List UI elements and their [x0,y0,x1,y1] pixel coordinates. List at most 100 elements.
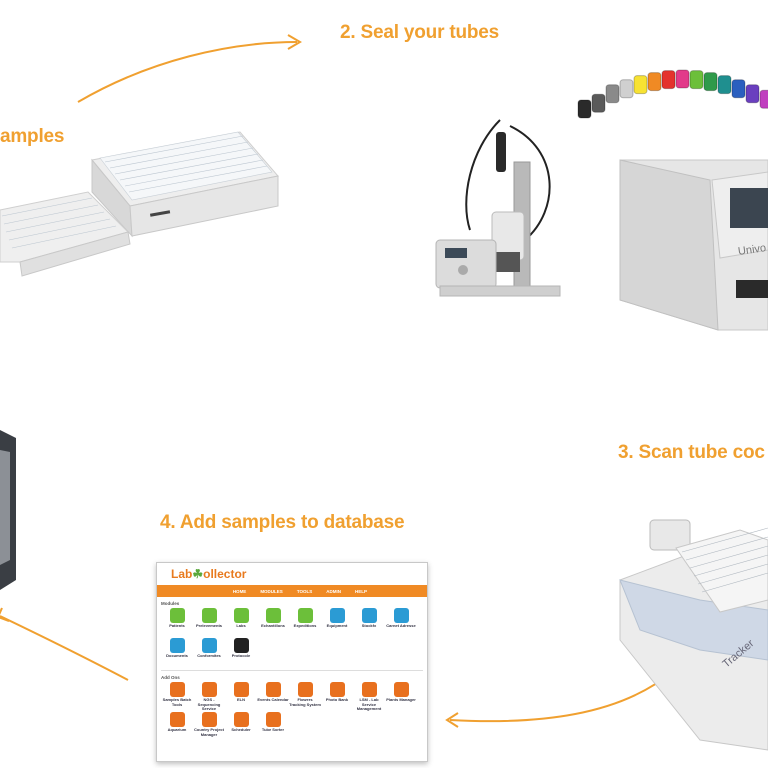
step-2-caption: 2. Seal your tubes [340,22,500,43]
modules-label: Documents [166,653,188,658]
tube-cap [703,72,718,92]
labcollector-header: Lab☘ollector [157,563,427,585]
tube-cap [759,89,768,109]
addons-tile[interactable]: Aquarium [161,712,193,742]
labcollector-nav: HOME MODULES TOOLS ADMIN HELP [157,585,427,597]
addons-label: Country Project Manager [193,727,224,737]
modules-label: Protocole [231,653,251,658]
module-icon [297,682,313,697]
modules-label: Equipment [326,623,348,628]
addons-label: Scheduler [231,727,251,732]
addons-tile[interactable]: NGS - Sequencing Service [193,682,225,712]
tube-caps [577,69,768,119]
handheld-capper [435,119,561,297]
nav-item-modules[interactable]: MODULES [260,588,283,594]
tube-cap [731,79,746,99]
arrowhead-step4-to-5 [0,607,10,622]
nav-item-tools[interactable]: TOOLS [296,588,313,594]
arrow-step3-to-4 [449,671,673,723]
arrow-step1-to-2 [77,41,298,103]
module-icon [265,712,281,727]
modules-tile[interactable]: Documents [161,638,193,668]
modules-tile[interactable]: Expeditions [289,608,321,638]
tube-cap [577,99,592,119]
nav-item-help[interactable]: HELP [354,588,367,594]
addons-tile[interactable]: ELN [225,682,257,712]
module-icon [233,712,249,727]
modules-label: Stockfx [361,623,377,628]
addons-tile[interactable]: LSM - Lab Service Management [353,682,385,712]
nav-item-home[interactable]: HOME [232,588,247,594]
addons-tile[interactable]: Scheduler [225,712,257,742]
arrow-step4-to-5 [0,615,129,681]
labcollector-logo: Lab☘ollector [171,567,247,581]
tube-cap [605,84,620,104]
module-icon [393,682,409,697]
modules-tile[interactable]: Stockfx [353,608,385,638]
divider [161,670,423,671]
univo-sealer [619,159,768,331]
module-icon [201,608,217,623]
modules-label: Conformites [197,653,221,658]
module-icon [329,682,345,697]
addons-label: Plants Manager [386,697,416,702]
arrowhead-step1-to-2 [287,34,302,50]
step-3-caption: 3. Scan tube coc [618,442,765,463]
modules-section-title: Modules [161,601,180,606]
module-icon [201,712,217,727]
addons-label: NGS - Sequencing Service [197,697,221,711]
module-icon [201,638,217,653]
module-icon [169,608,185,623]
tube-rack-tall [91,131,279,238]
addons-section-title: Add Ons [161,675,180,680]
modules-label: Prelevements [195,623,222,628]
module-icon [233,682,249,697]
modules-tile[interactable]: Conformites [193,638,225,668]
step-1-caption: amples [0,126,65,147]
tube-rack-flat [0,191,131,277]
arrowhead-step3-to-4 [445,712,459,728]
nav-item-admin[interactable]: ADMIN [326,588,341,594]
modules-tile[interactable]: Protocole [225,638,257,668]
tube-cap [745,84,760,104]
tube-cap [661,70,676,90]
module-icon [233,638,249,653]
module-icon [297,608,313,623]
addons-tile[interactable]: Events Calendar [257,682,289,712]
module-icon [329,608,345,623]
tracker-scanner [619,519,768,751]
addons-label: Flowers Tracking System [289,697,321,707]
modules-tile[interactable]: Prelevements [193,608,225,638]
labcollector-screenshot: Lab☘ollector HOME MODULES TOOLS ADMIN HELP M… [156,562,428,762]
addons-label: Events Calendar [257,697,289,702]
addons-tile[interactable]: Photo Bank [321,682,353,712]
modules-tile[interactable]: Equipment [321,608,353,638]
modules-tile[interactable]: Labs [225,608,257,638]
module-icon [233,608,249,623]
step-4-caption: 4. Add samples to database [160,512,405,533]
leaf-icon: ☘ [192,567,204,581]
addons-label: LSM - Lab Service Management [356,697,382,711]
addons-tile[interactable]: Flowers Tracking System [289,682,321,712]
addons-tile[interactable]: Samples Batch Tools [161,682,193,712]
modules-label: Labs [236,623,246,628]
addons-tile[interactable]: Plants Manager [385,682,417,712]
modules-tile[interactable]: Patients [161,608,193,638]
module-icon [393,608,409,623]
tube-cap [717,75,732,95]
module-icon [361,682,377,697]
modules-tile[interactable]: Carnet Adresse [385,608,417,638]
storage-machine [0,430,16,590]
addons-tile[interactable]: Country Project Manager [193,712,225,742]
addons-label: ELN [237,697,245,702]
modules-label: Echantillons [261,623,285,628]
module-icon [361,608,377,623]
tube-cap [647,72,662,92]
addons-tile[interactable]: Tube Sorter [257,712,289,742]
modules-tile[interactable]: Echantillons [257,608,289,638]
addons-label: Aquarium [167,727,187,732]
tube-cap [689,70,704,90]
